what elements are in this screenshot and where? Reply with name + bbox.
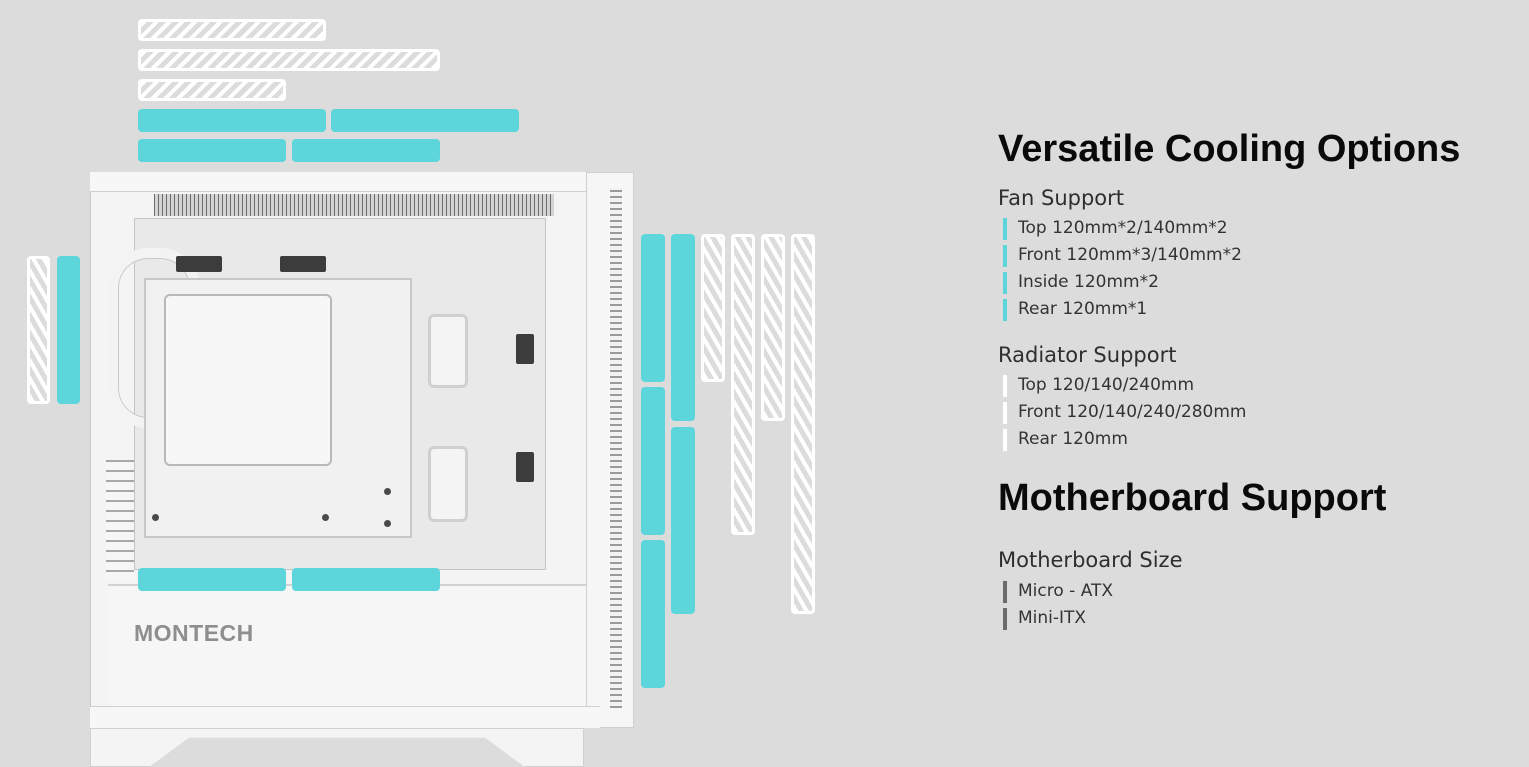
front-fan-slot-1 — [641, 234, 665, 382]
inside-fan-slot-2 — [292, 568, 440, 591]
front-radiator-slot-3 — [761, 234, 785, 421]
fan-support-item: Front 120mm*3/140mm*2 — [1003, 245, 1242, 267]
fan-support-item: Top 120mm*2/140mm*2 — [1003, 218, 1242, 240]
drive-cage-1 — [428, 314, 468, 388]
fan-support-item: Rear 120mm*1 — [1003, 299, 1242, 321]
standoff-hole — [384, 488, 391, 495]
radiator-support-list: Top 120/140/240mm Front 120/140/240/280m… — [1003, 375, 1247, 451]
front-radiator-slot-2 — [731, 234, 755, 535]
cpu-cutout — [164, 294, 332, 466]
front-fan-slot-2 — [641, 387, 665, 535]
motherboard-size-item: Mini-ITX — [1003, 608, 1113, 630]
radiator-support-heading: Radiator Support — [998, 343, 1177, 367]
top-fan-slot-3 — [138, 139, 286, 162]
radiator-support-item: Top 120/140/240mm — [1003, 375, 1247, 397]
top-radiator-slot-3 — [138, 79, 286, 101]
front-fan-slot-4 — [671, 234, 695, 421]
top-radiator-slot-2 — [138, 49, 440, 71]
standoff-hole — [322, 514, 329, 521]
expansion-slots — [106, 460, 134, 580]
fan-support-list: Top 120mm*2/140mm*2 Front 120mm*3/140mm*… — [1003, 218, 1242, 321]
top-slot-1 — [176, 256, 222, 272]
front-fan-slot-3 — [641, 540, 665, 688]
top-fan-slot-1 — [138, 109, 326, 132]
top-slot-2 — [280, 256, 326, 272]
top-fan-slot-4 — [292, 139, 440, 162]
pc-case-illustration: MONTECH — [84, 170, 636, 767]
radiator-support-item: Rear 120mm — [1003, 429, 1247, 451]
cooling-title: Versatile Cooling Options — [998, 128, 1461, 170]
front-fan-slot-5 — [671, 427, 695, 614]
fan-support-item: Inside 120mm*2 — [1003, 272, 1242, 294]
cable-hole-1 — [516, 334, 534, 364]
drive-cage-2 — [428, 446, 468, 522]
motherboard-size-list: Micro - ATX Mini-ITX — [1003, 581, 1113, 630]
standoff-hole — [384, 520, 391, 527]
radiator-support-item: Front 120/140/240/280mm — [1003, 402, 1247, 424]
brand-logo: MONTECH — [134, 620, 254, 646]
standoff-hole — [152, 514, 159, 521]
motherboard-size-heading: Motherboard Size — [998, 548, 1183, 572]
psu-shroud — [108, 584, 586, 710]
cable-hole-2 — [516, 452, 534, 482]
rear-fan-slot — [57, 256, 80, 404]
fan-support-heading: Fan Support — [998, 186, 1125, 210]
front-mesh-strip — [610, 188, 622, 708]
front-radiator-slot-1 — [701, 234, 725, 382]
top-mesh — [154, 194, 554, 216]
top-fan-slot-2 — [331, 109, 519, 132]
rear-radiator-slot — [27, 256, 50, 404]
top-radiator-slot-1 — [138, 19, 326, 41]
bottom-rail — [90, 706, 600, 728]
motherboard-size-item: Micro - ATX — [1003, 581, 1113, 603]
inside-fan-slot-1 — [138, 568, 286, 591]
case-foot — [90, 728, 584, 767]
front-radiator-slot-4 — [791, 234, 815, 614]
motherboard-title: Motherboard Support — [998, 477, 1387, 519]
top-rail — [90, 172, 600, 192]
